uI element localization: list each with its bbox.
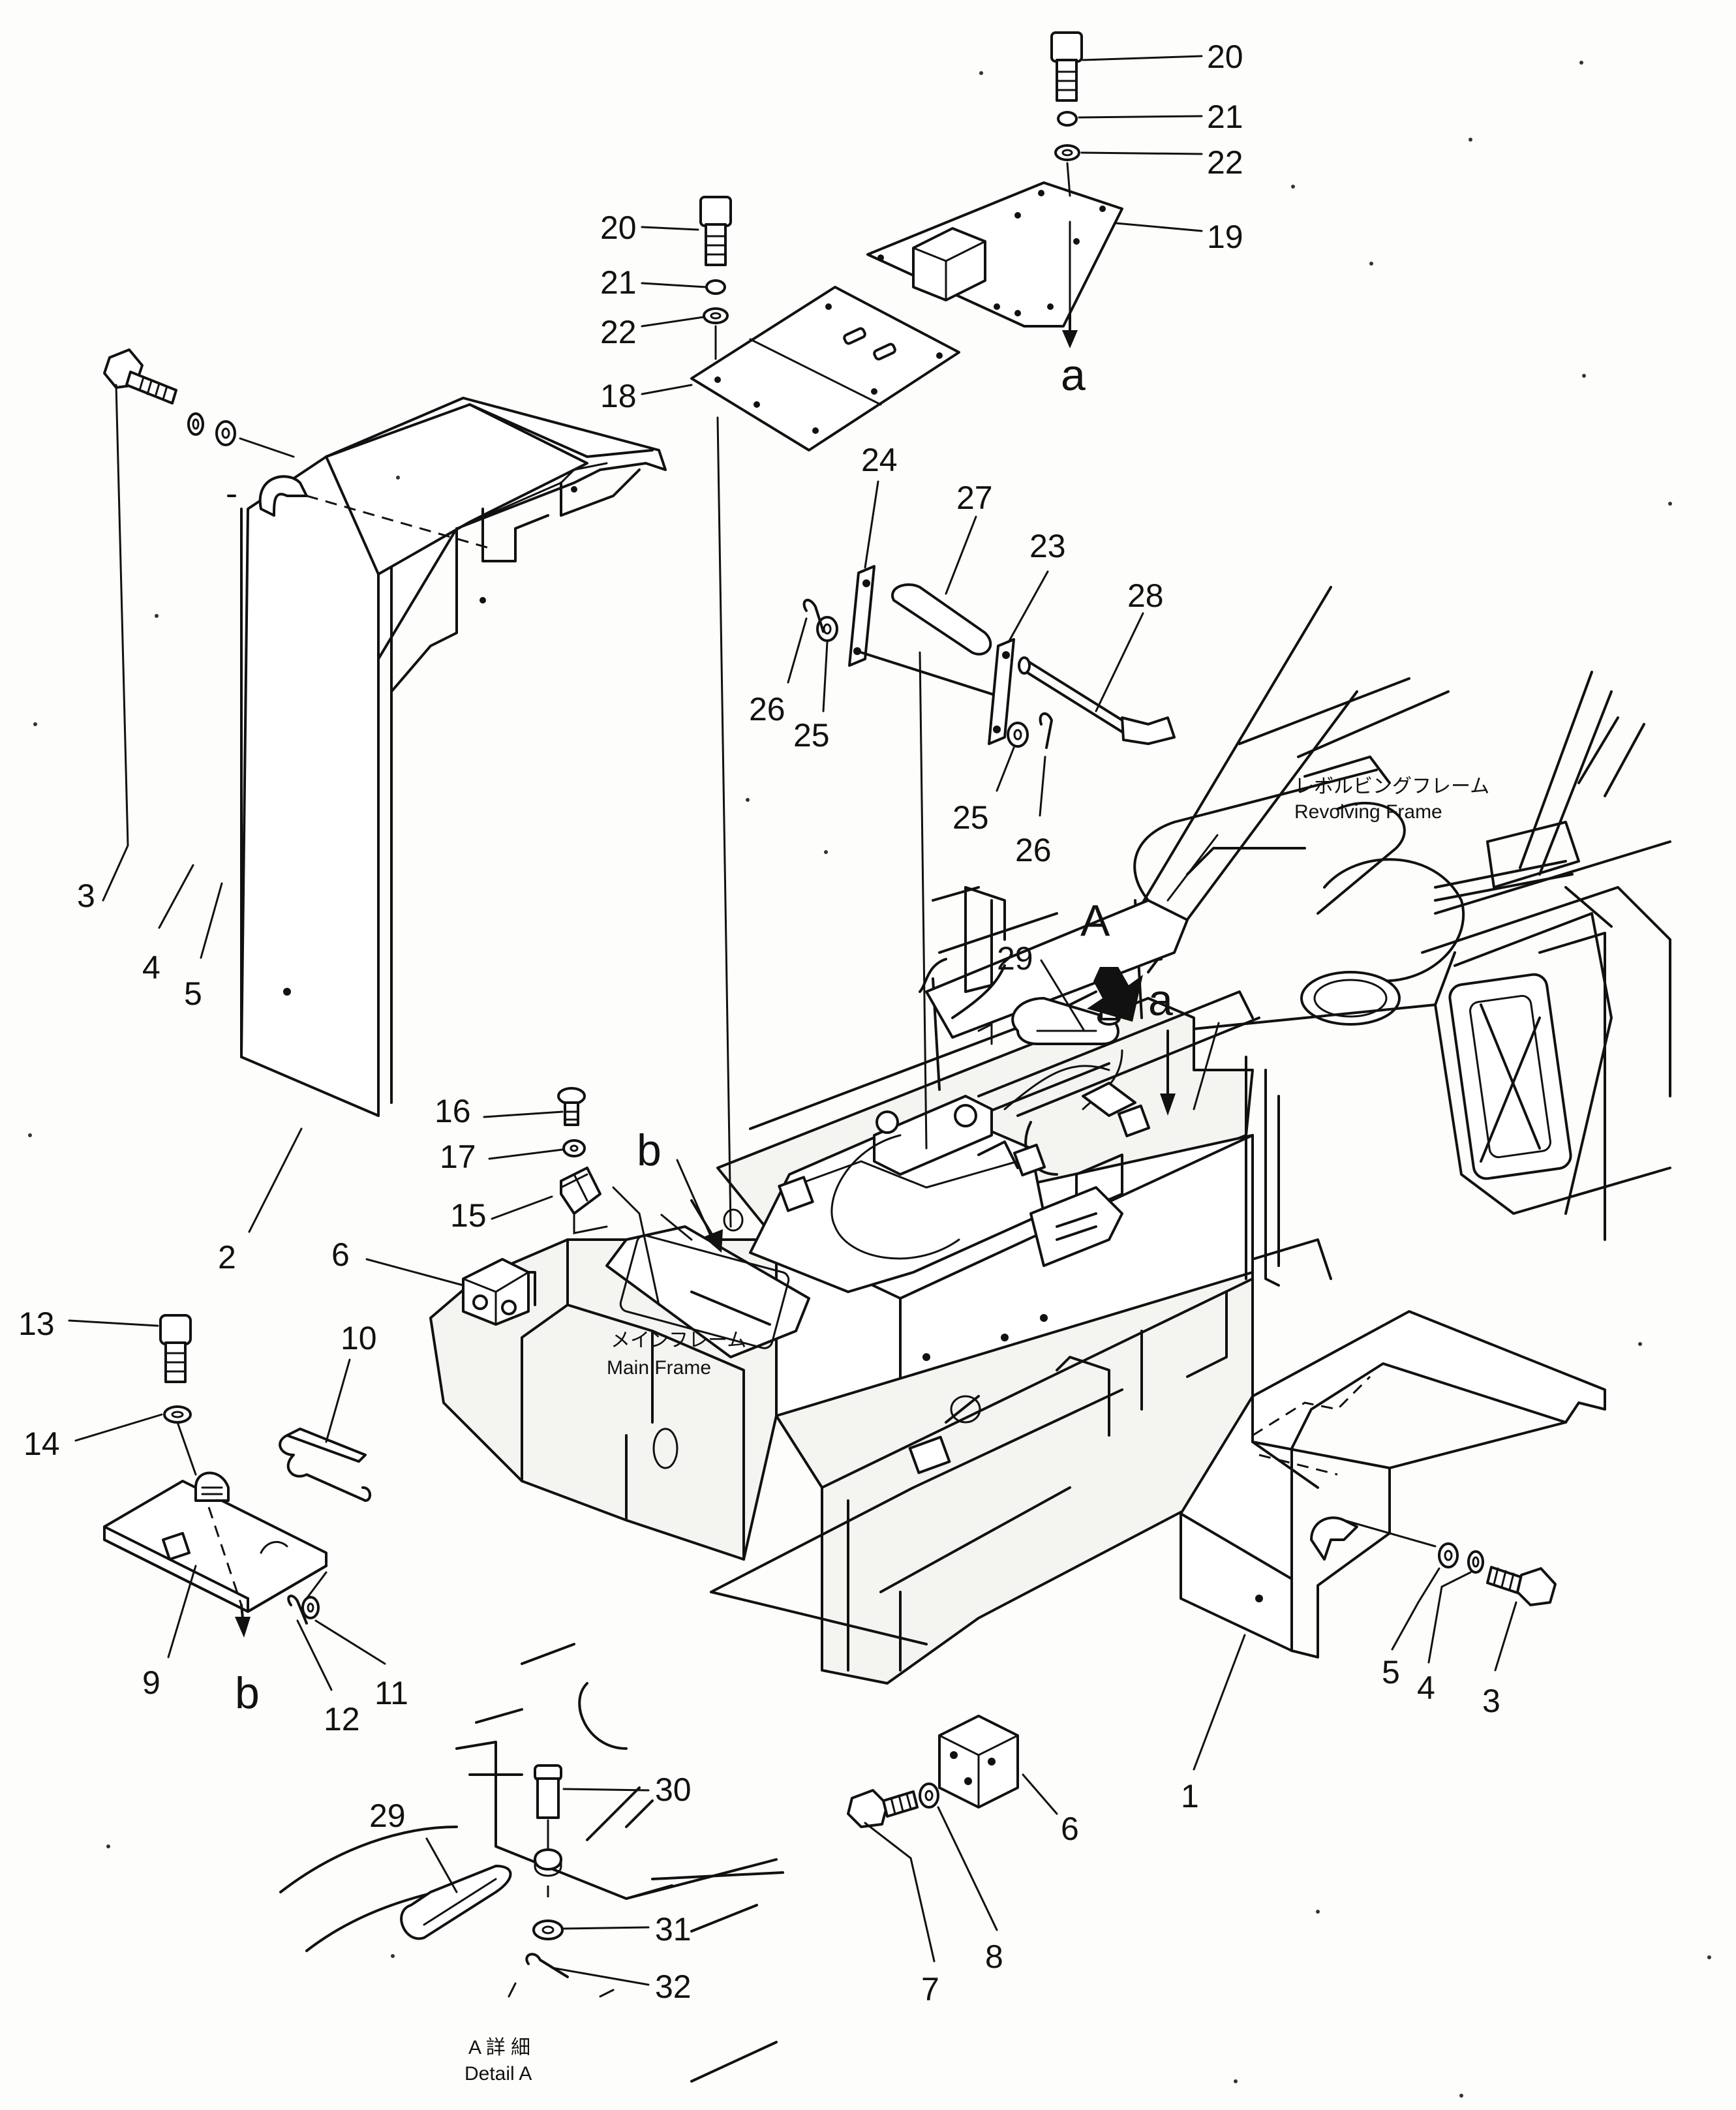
revolving-frame xyxy=(1108,586,1671,1241)
plate-9 xyxy=(103,1314,371,1638)
callout-10: 10 xyxy=(341,1320,377,1356)
callout-21: 21 xyxy=(1207,99,1243,135)
ref-letter-b-plate: b xyxy=(235,1668,260,1718)
main-frame xyxy=(429,886,1332,1685)
callout-18: 18 xyxy=(600,378,637,414)
callout-27: 27 xyxy=(956,480,993,516)
callout-32: 32 xyxy=(655,1968,692,2005)
callout-5: 5 xyxy=(1382,1654,1400,1690)
callout-4: 4 xyxy=(142,949,160,986)
detail-a-jp-label: A 詳 細 xyxy=(468,2037,530,2058)
callout-29: 29 xyxy=(997,940,1033,977)
callout-12: 12 xyxy=(324,1701,360,1737)
callout-8: 8 xyxy=(985,1938,1003,1975)
direction-arrows xyxy=(690,967,1176,1253)
callout-15: 15 xyxy=(450,1197,487,1234)
ref-letter-a-top: a xyxy=(1061,350,1086,400)
ref-letter-b-frame: b xyxy=(637,1125,662,1175)
callout-4: 4 xyxy=(1417,1670,1435,1706)
callout-25: 25 xyxy=(952,799,989,836)
detail-a-en-label: Detail A xyxy=(464,2063,532,2085)
callout-29: 29 xyxy=(369,1797,406,1834)
revolving-frame-en-label: Revolving Frame xyxy=(1294,801,1442,823)
callout-30: 30 xyxy=(655,1771,692,1808)
cover-2 xyxy=(103,348,667,1117)
view-letter-A: A xyxy=(1080,896,1110,945)
arrow-A-icon xyxy=(1087,967,1143,1022)
callout-24: 24 xyxy=(861,442,898,478)
arrow-b-icon xyxy=(703,1229,723,1253)
bracket-6-right xyxy=(847,1715,1019,1828)
bracket-6-left xyxy=(462,1258,536,1326)
revolving-frame-jp-label: レボルビングフレーム xyxy=(1294,776,1489,797)
callout-20: 20 xyxy=(600,209,637,246)
leader-lines xyxy=(68,55,1517,1986)
callout-2: 2 xyxy=(218,1239,236,1276)
callout-6: 6 xyxy=(1061,1811,1079,1847)
clip-15-16-17 xyxy=(557,1087,660,1306)
detail-a xyxy=(279,1643,784,2083)
callout-6: 6 xyxy=(331,1236,350,1273)
callout-22: 22 xyxy=(600,314,637,350)
callout-11: 11 xyxy=(374,1675,408,1711)
callout-28: 28 xyxy=(1127,577,1164,614)
callout-26: 26 xyxy=(1015,832,1052,868)
callout-21: 21 xyxy=(600,264,637,301)
callout-31: 31 xyxy=(655,1911,692,1948)
main-frame-en-label: Main Frame xyxy=(607,1357,711,1379)
callout-16: 16 xyxy=(434,1093,471,1129)
ref-letter-a-frame: a xyxy=(1148,975,1173,1025)
cover-plate-19 xyxy=(866,31,1123,348)
callout-3: 3 xyxy=(1482,1683,1500,1719)
callout-22: 22 xyxy=(1207,144,1243,181)
cover-1 xyxy=(1180,1310,1606,1659)
callout-20: 20 xyxy=(1207,38,1243,75)
callout-17: 17 xyxy=(440,1139,476,1175)
callout-13: 13 xyxy=(18,1306,55,1342)
callout-7: 7 xyxy=(921,1971,939,2008)
callout-23: 23 xyxy=(1029,528,1066,564)
callout-3: 3 xyxy=(77,878,95,914)
text-labels: レボルビングフレーム Revolving Frame メインフレーム Main … xyxy=(18,38,1500,2085)
callout-5: 5 xyxy=(184,975,202,1012)
main-frame-jp-label: メインフレーム xyxy=(611,1330,746,1351)
callout-26: 26 xyxy=(749,691,785,727)
callout-1: 1 xyxy=(1181,1778,1199,1814)
callout-14: 14 xyxy=(23,1426,60,1462)
scan-specks xyxy=(28,61,1711,2098)
cover-plate-18 xyxy=(690,196,960,1232)
callout-19: 19 xyxy=(1207,219,1243,255)
callout-9: 9 xyxy=(142,1664,160,1701)
callout-25: 25 xyxy=(793,717,830,754)
